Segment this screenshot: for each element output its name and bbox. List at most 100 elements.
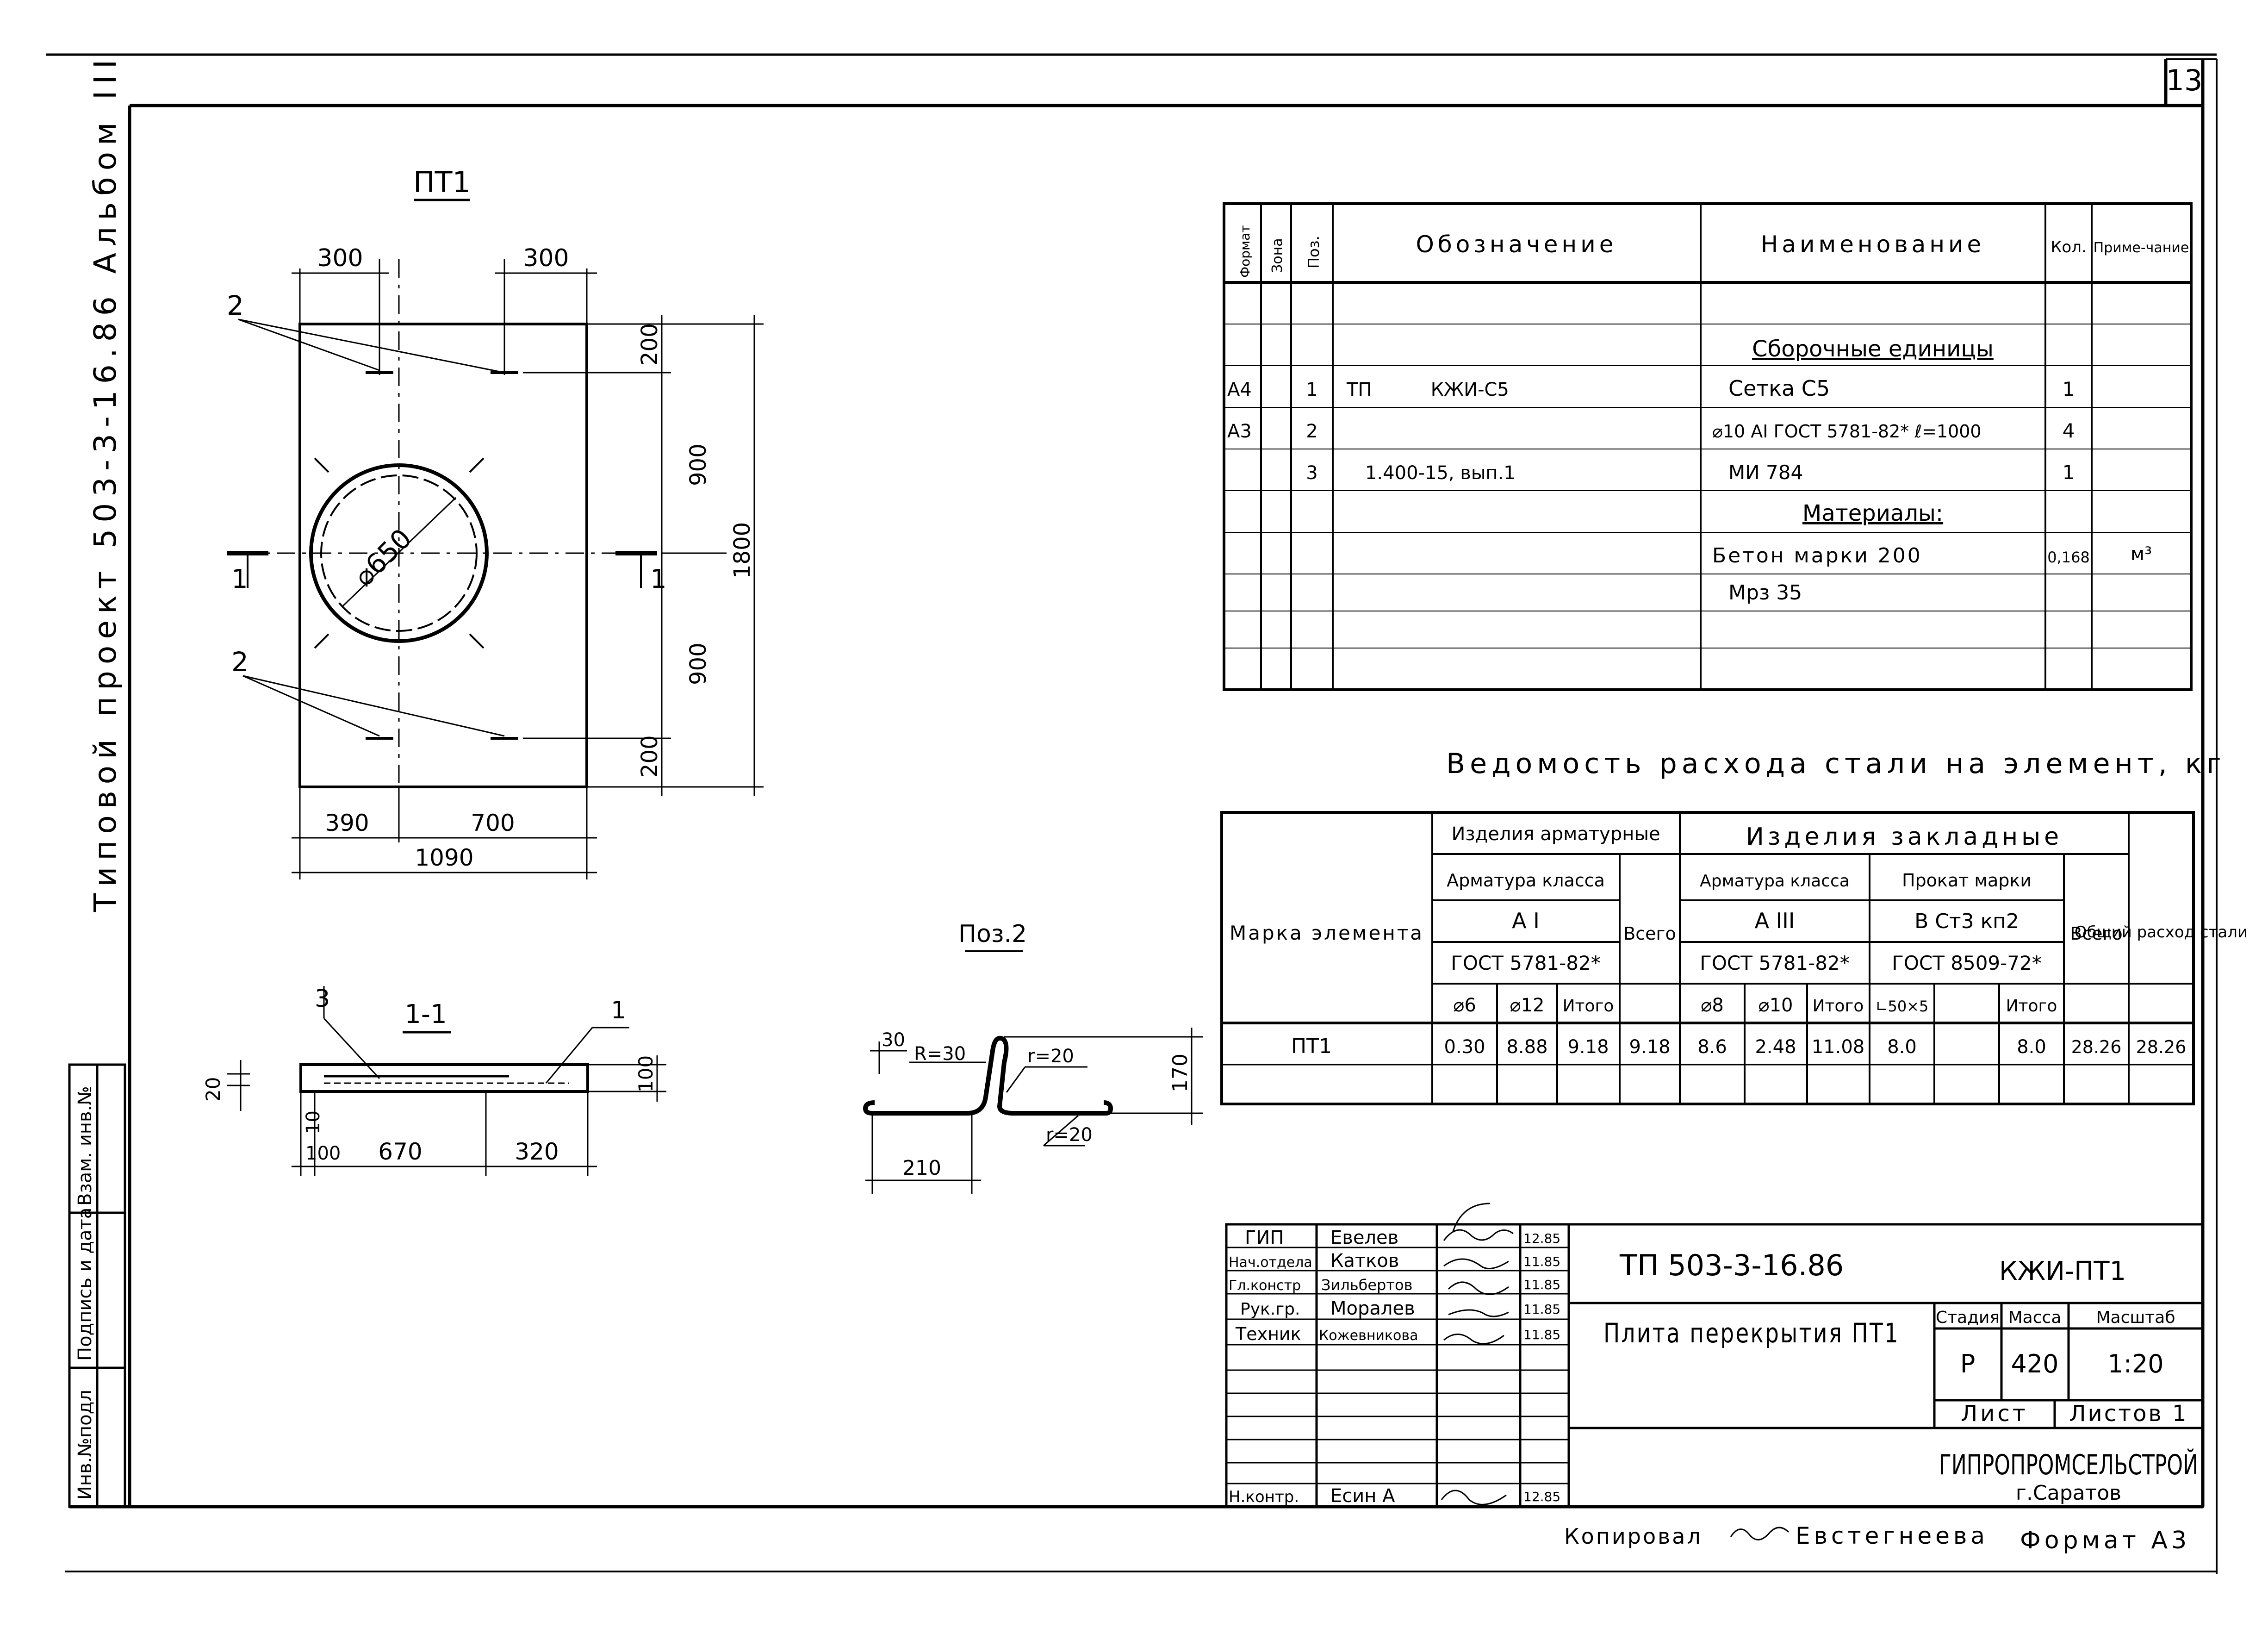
- dim-bottom-390: 390: [325, 810, 369, 836]
- stamp-name: Плита перекрытия ПТ1: [1603, 1317, 1900, 1349]
- dim-100-right: 100: [634, 1055, 657, 1092]
- steel-h-gost5781-b: ГОСТ 5781-82*: [1700, 952, 1850, 974]
- stamp-role: Гл.констр: [1229, 1278, 1301, 1294]
- spec-h-designation: Обозначение: [1416, 231, 1617, 258]
- stamp-person: Евелев: [1330, 1227, 1398, 1248]
- signature-scribbles: [1441, 1203, 1514, 1505]
- callout-1: 1: [611, 997, 626, 1024]
- spec-cell: ⌀10 АI ГОСТ 5781-82* ℓ=1000: [1712, 421, 1982, 442]
- stamp-person: Моралев: [1330, 1298, 1415, 1319]
- dim-left-20: 20: [202, 1077, 224, 1102]
- dim-right-200-bottom: 200: [637, 735, 663, 778]
- plan-view: ПТ1 ⌀650 2 2 1 1: [227, 165, 764, 879]
- steel-sub: ⌀6: [1453, 995, 1476, 1016]
- binding-label-sign: Подпись и дата: [75, 1208, 96, 1361]
- spec-cell: МИ 784: [1728, 461, 1803, 484]
- stamp-role: Рук.гр.: [1240, 1300, 1300, 1319]
- steel-table: Ведомость расхода стали на элемент, кг М…: [1220, 748, 2248, 1105]
- stamp-scale: 1:20: [2107, 1349, 2163, 1378]
- callout-2-top: 2: [227, 290, 244, 321]
- spec-cell: м³: [2131, 543, 2152, 565]
- steel-row-cell: 8.0: [2017, 1036, 2046, 1058]
- steel-h-prokat: Прокат марки: [1902, 870, 2032, 891]
- stamp-date: 11.85: [1523, 1302, 1560, 1317]
- spec-cell: Мрз 35: [1728, 581, 1802, 605]
- slab-outline: [298, 323, 588, 788]
- opening-circle: [309, 463, 489, 643]
- dim-top-left: 300: [317, 244, 363, 272]
- dim-bottom-700: 700: [471, 810, 515, 836]
- binding-label-vzam: Взам. инв.№: [75, 1086, 96, 1206]
- steel-h-vst: В Ст3 кп2: [1914, 910, 2019, 933]
- steel-h-vsego-a: Всего: [1623, 923, 1676, 944]
- spec-cell: 2: [1306, 421, 1317, 442]
- stamp-date: 11.85: [1523, 1277, 1560, 1292]
- stamp-person: Кожевникова: [1319, 1328, 1418, 1344]
- footer-format: Формат А3: [2020, 1527, 2190, 1554]
- footer: Копировал Евстегнеева Формат А3: [1564, 1522, 2190, 1554]
- pos2-dim-210: 210: [902, 1156, 941, 1180]
- stamp-sheets-h: Листов 1: [2069, 1401, 2188, 1427]
- bent-bar: [872, 1035, 1106, 1116]
- steel-sub: ⌀8: [1701, 995, 1724, 1016]
- spec-cell: 3: [1306, 462, 1317, 484]
- pos2-r20-top: r=20: [1027, 1046, 1074, 1067]
- stamp-role: Нач.отдела: [1229, 1254, 1312, 1271]
- steel-h-mark: Марка элемента: [1230, 922, 1424, 944]
- steel-row-cell: 2.48: [1755, 1036, 1796, 1058]
- spec-cell: Материалы:: [1802, 500, 1943, 526]
- spec-h-note: Приме-чание: [2094, 240, 2189, 256]
- steel-sub: Итого: [2006, 997, 2057, 1016]
- steel-h-emb-group: Изделия закладные: [1746, 823, 2063, 851]
- stamp-org: ГИПРОПРОМСЕЛЬСТРОЙ: [1939, 1448, 2198, 1481]
- steel-h-gost8509: ГОСТ 8509-72*: [1892, 952, 2042, 974]
- steel-row-cell: 11.08: [1812, 1036, 1865, 1058]
- steel-sub: Итого: [1563, 997, 1614, 1016]
- steel-h-gost5781-a: ГОСТ 5781-82*: [1451, 952, 1601, 974]
- stamp-city: г.Саратов: [2016, 1481, 2121, 1505]
- stamp-person: Зильбертов: [1321, 1276, 1412, 1294]
- spec-cell: Сборочные единицы: [1752, 336, 1994, 362]
- spec-cell: 1: [1306, 379, 1317, 400]
- steel-sub: ∟50×5: [1876, 998, 1929, 1015]
- sheet-frame: [46, 53, 2218, 1574]
- dim-10: 10: [303, 1110, 324, 1134]
- spec-h-format: Формат: [1237, 225, 1253, 278]
- callout-3: 3: [315, 985, 330, 1013]
- steel-h-arm-group: Изделия арматурные: [1451, 823, 1660, 845]
- title-block: ГИП Евелев 12.85 Нач.отдела Катков 11.85…: [1225, 1203, 2204, 1508]
- dim-bottom-overall: 1090: [415, 844, 473, 871]
- stamp-role: ГИП: [1245, 1227, 1284, 1248]
- dim-320: 320: [515, 1138, 559, 1165]
- pos2-r20-bottom: r=20: [1046, 1124, 1093, 1146]
- stamp-mass: 420: [2011, 1349, 2058, 1378]
- callout-2-bottom: 2: [231, 646, 249, 678]
- pos2-dim-170: 170: [1168, 1054, 1192, 1092]
- spec-cell: 1: [2063, 461, 2075, 484]
- spec-cell: А4: [1227, 379, 1252, 400]
- stamp-person: Катков: [1330, 1250, 1399, 1272]
- dim-right-overall: 1800: [729, 522, 755, 579]
- steel-row-cell: 9.18: [1629, 1036, 1670, 1058]
- steel-h-total: Общий расход стали: [2075, 923, 2248, 942]
- pos2-detail: Поз.2 30 R=30 r=20 r=20 170 210: [863, 920, 1203, 1194]
- steel-row-cell: 28.26: [2136, 1037, 2187, 1057]
- stamp-code: ТП 503-3-16.86: [1619, 1248, 1844, 1282]
- sheet-number: 13: [2166, 63, 2203, 97]
- stamp-sheet-h: Лист: [1961, 1401, 2028, 1427]
- stamp-role: Н.контр.: [1229, 1488, 1299, 1506]
- steel-sub: Итого: [1813, 997, 1864, 1016]
- steel-row-cell: 8.0: [1887, 1036, 1917, 1058]
- spec-h-pos: Поз.: [1305, 236, 1323, 268]
- section-mark-left: 1: [231, 564, 248, 594]
- stamp-date: 12.85: [1523, 1489, 1560, 1504]
- section-1-1: 1-1 3 1 20 10 100 670 320 100: [202, 985, 666, 1176]
- steel-row-cell: 8.88: [1506, 1036, 1547, 1058]
- section-title: 1-1: [404, 999, 447, 1029]
- dim-670: 670: [378, 1138, 422, 1165]
- pos2-title: Поз.2: [958, 920, 1027, 948]
- dim-top-right: 300: [523, 244, 569, 272]
- spec-cell: 4: [2063, 419, 2075, 442]
